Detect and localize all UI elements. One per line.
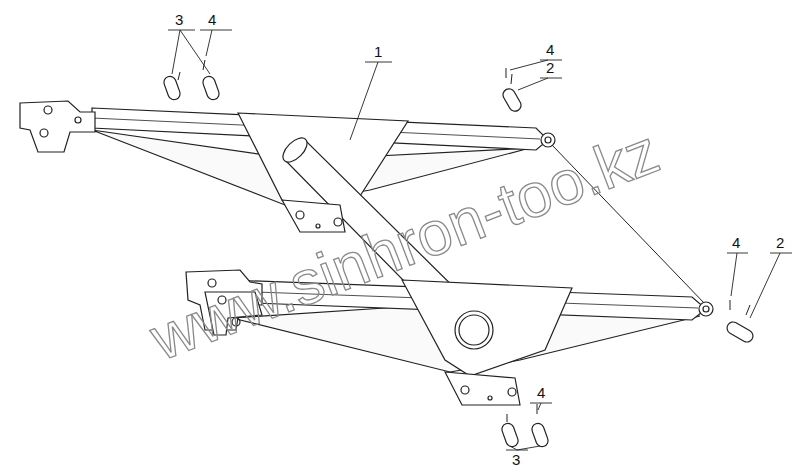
callout-number: 4 [732,235,740,251]
callout-number: 4 [546,42,554,58]
callout-number: 3 [175,12,183,28]
callout-number: 2 [546,60,554,76]
callout-number: 4 [208,12,216,28]
callout-number: 2 [776,235,784,251]
callout-number: 1 [374,44,382,60]
callout-number: 3 [512,452,520,468]
callout-number: 4 [537,385,545,401]
